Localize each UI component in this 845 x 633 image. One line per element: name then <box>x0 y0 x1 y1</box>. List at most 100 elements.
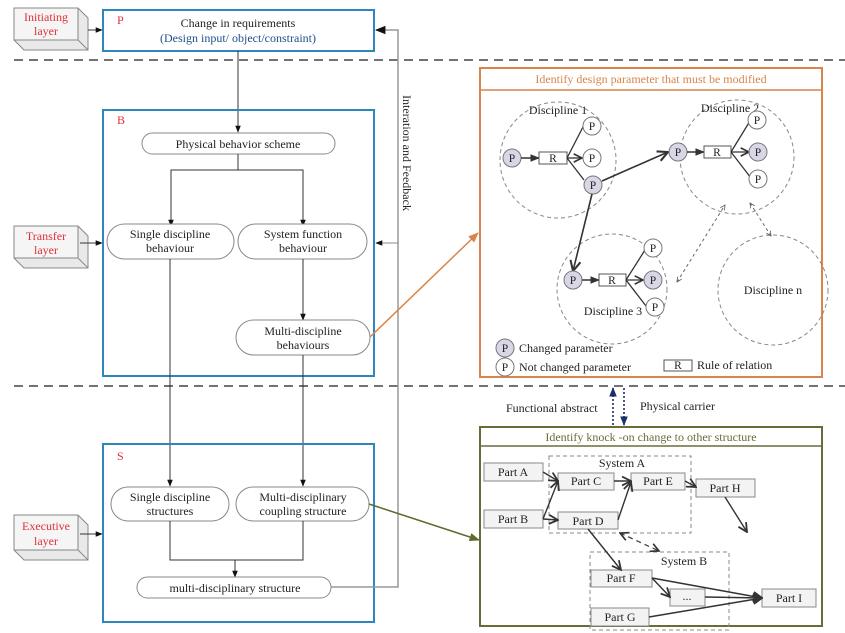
discipline-n-circle <box>717 234 829 346</box>
discipline-3-circle <box>556 233 668 345</box>
coupling-to-structure-arrow <box>368 503 480 542</box>
svg-text:Part C: Part C <box>571 474 601 488</box>
feedback-loop-line <box>331 25 399 588</box>
panel-b <box>102 109 375 377</box>
part-ellipsis-node: ... <box>669 588 706 607</box>
system-a-label: System A <box>599 456 646 470</box>
functional-abstract-label: Functional abstract <box>506 401 598 415</box>
svg-text:Multi-disciplinary: Multi-disciplinary <box>259 490 346 504</box>
parameter-panel-title: Identify design parameter that must be m… <box>535 72 766 86</box>
svg-text:Part E: Part E <box>643 474 673 488</box>
legend-changed-label: Changed parameter <box>519 341 613 355</box>
svg-text:Single discipline: Single discipline <box>130 490 210 504</box>
svg-text:R: R <box>608 275 616 287</box>
svg-text:Part B: Part B <box>498 512 528 526</box>
unchanged-param-node <box>645 297 665 317</box>
changed-param-node <box>748 142 768 162</box>
svg-text:Part G: Part G <box>605 610 636 624</box>
legend-changed-icon <box>495 338 515 358</box>
scheme-split-connector <box>168 154 239 227</box>
panel-s <box>102 443 375 623</box>
unchanged-param-node <box>582 148 602 168</box>
part-e-node: Part E <box>630 472 686 491</box>
svg-text:P: P <box>650 275 656 287</box>
transfer-layer-label: Transfer <box>26 229 66 243</box>
svg-text:R: R <box>713 147 721 159</box>
part-b-node: Part B <box>483 509 544 529</box>
legend-rule-icon <box>663 359 693 372</box>
svg-text:P: P <box>652 302 658 314</box>
svg-text:System function: System function <box>264 227 342 241</box>
system-interaction-arrow <box>620 533 659 551</box>
feedback-label: Interation and Feedback <box>400 95 414 211</box>
initiating-layer-box: Initiating layer <box>13 7 89 51</box>
svg-text:P: P <box>755 174 761 186</box>
svg-text:P: P <box>675 147 681 159</box>
changed-param-node <box>583 175 603 195</box>
panel-b-tag: B <box>117 113 125 127</box>
svg-text:Part I: Part I <box>776 591 802 605</box>
part-h-node: Part H <box>695 478 756 498</box>
system-b-boundary <box>589 551 730 631</box>
executive-layer-label: Executive <box>22 519 70 533</box>
svg-text:P: P <box>509 153 515 165</box>
svg-text:Single discipline: Single discipline <box>130 227 210 241</box>
legend-rule-label: Rule of relation <box>697 358 772 372</box>
structure-panel-title: Identify knock -on change to other struc… <box>545 430 756 444</box>
legend-not-changed-label: Not changed parameter <box>519 360 631 374</box>
structure-arrows <box>542 471 762 618</box>
unchanged-param-node <box>582 116 602 136</box>
panel-s-tag: S <box>117 449 124 463</box>
svg-text:R: R <box>549 153 557 165</box>
unchanged-param-node <box>748 169 768 189</box>
legend: P Changed parameter P Not changed parame… <box>495 338 772 377</box>
svg-text:Part H: Part H <box>710 481 741 495</box>
transfer-layer-box: Transfer layer <box>13 225 89 269</box>
svg-text:Multi-discipline: Multi-discipline <box>264 324 341 338</box>
svg-text:layer: layer <box>34 24 58 38</box>
svg-text:Part F: Part F <box>606 571 635 585</box>
executive-layer-box: Executive layer <box>13 514 89 561</box>
svg-text:Part A: Part A <box>498 465 529 479</box>
behaviours-to-params-arrow <box>369 232 479 338</box>
part-d-node: Part D <box>557 511 619 530</box>
panel-p <box>102 9 375 52</box>
svg-text:behaviour: behaviour <box>146 241 194 255</box>
part-i-node: Part I <box>761 588 817 608</box>
svg-text:structures: structures <box>147 504 194 518</box>
discipline-n-label: Discipline n <box>744 283 802 297</box>
legend-not-changed-icon <box>495 357 515 377</box>
svg-text:P: P <box>502 343 508 355</box>
discipline-1-circle <box>499 101 617 219</box>
svg-text:P: P <box>754 115 760 127</box>
svg-text:layer: layer <box>34 534 58 548</box>
changed-param-node <box>643 270 663 290</box>
unchanged-param-node <box>747 110 767 130</box>
part-a-node: Part A <box>483 462 544 482</box>
part-g-node: Part G <box>590 607 650 627</box>
svg-text:layer: layer <box>34 243 58 257</box>
discipline-2-label: Discipline 2 <box>701 101 759 115</box>
svg-text:P: P <box>755 147 761 159</box>
svg-text:P: P <box>589 121 595 133</box>
svg-text:P: P <box>502 362 508 374</box>
svg-text:P: P <box>589 153 595 165</box>
svg-text:coupling structure: coupling structure <box>260 504 347 518</box>
initiating-layer-label: Initiating <box>24 10 68 24</box>
svg-text:multi-disciplinary structure: multi-disciplinary structure <box>170 581 301 595</box>
part-c-node: Part C <box>557 472 615 491</box>
part-f-node: Part F <box>590 569 653 588</box>
svg-text:Physical behavior scheme: Physical behavior scheme <box>176 137 301 151</box>
svg-text:Part D: Part D <box>573 514 604 528</box>
requirements-subtitle: (Design input/ object/constraint) <box>160 31 316 45</box>
svg-text:P: P <box>570 275 576 287</box>
svg-text:R: R <box>674 360 682 372</box>
svg-text:...: ... <box>683 589 692 603</box>
svg-text:behaviour: behaviour <box>279 241 327 255</box>
panel-p-tag: P <box>117 13 124 27</box>
discipline-3-label: Discipline 3 <box>584 304 642 318</box>
svg-text:P: P <box>590 180 596 192</box>
unchanged-param-node <box>643 238 663 258</box>
requirements-title: Change in requirements <box>181 16 296 30</box>
